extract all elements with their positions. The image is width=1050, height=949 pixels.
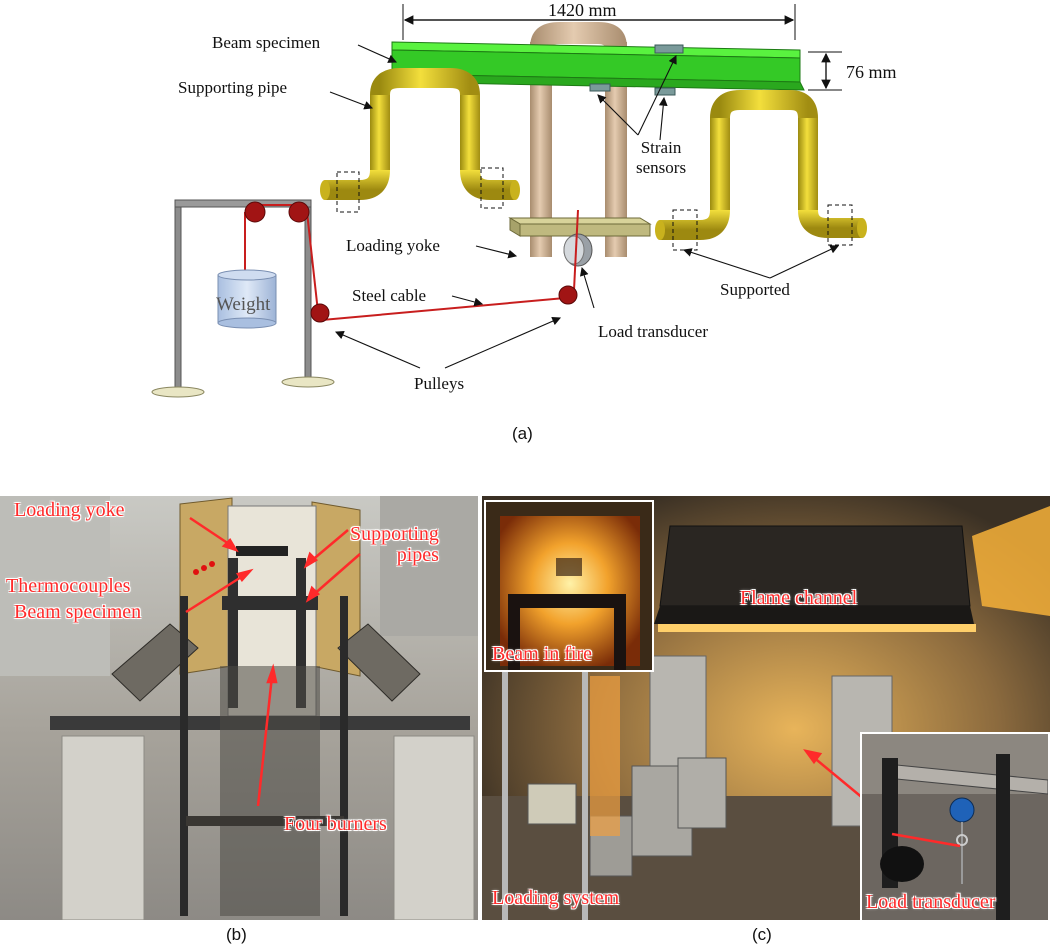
inset-load-transducer: Load transducer [860, 732, 1050, 920]
label-c-loading-system: Loading system [492, 887, 620, 909]
label-beam-specimen: Beam specimen [212, 33, 321, 52]
label-c-load-transducer: Load transducer [866, 891, 996, 913]
label-steel-cable: Steel cable [352, 286, 427, 305]
label-b-beam-specimen: Beam specimen [14, 601, 142, 623]
left-supporting-pipe [320, 68, 520, 213]
label-b-supporting-pipes: Supporting pipes [350, 523, 439, 566]
leader-lines [329, 44, 839, 369]
schematic-drawing [151, 4, 867, 398]
label-load-transducer: Load transducer [598, 322, 708, 341]
schematic-panel-a: 1420 mm 76 mm Beam specimen Supporting p… [0, 0, 1050, 450]
steel-cable [244, 204, 579, 321]
loading-yoke-bar [508, 217, 652, 237]
loading-frame [151, 199, 335, 398]
furnace-photo [0, 496, 478, 920]
label-c-flame-channel: Flame channel [740, 587, 858, 609]
photo-b-arrows [185, 516, 361, 807]
depth-dimension-line [808, 51, 842, 91]
caption-b: (b) [226, 925, 247, 944]
label-strain-sensors: Strain sensors [636, 138, 687, 177]
inset-beam-in-fire: Beam in fire [484, 500, 654, 672]
caption-c: (c) [752, 925, 772, 944]
label-supported: Supported [720, 280, 790, 299]
label-c-beam-in-fire: Beam in fire [492, 643, 592, 665]
depth-dimension-label: 76 mm [846, 62, 897, 82]
pulleys-drawing [244, 201, 578, 323]
label-b-thermocouples: Thermocouples [6, 575, 131, 597]
photo-panel-b: Loading yoke Supporting pipes Thermocoup… [0, 496, 478, 920]
label-supporting-pipe: Supporting pipe [178, 78, 288, 97]
span-dimension-line [402, 4, 796, 40]
load-transducer-drawing [563, 233, 593, 267]
label-b-loading-yoke: Loading yoke [14, 499, 125, 521]
span-dimension-label: 1420 mm [548, 0, 617, 20]
photo-panel-c: Beam in fire Load transducer Flame chann… [482, 496, 1050, 920]
label-loading-yoke: Loading yoke [346, 236, 440, 255]
label-weight: Weight [216, 294, 271, 315]
beam-specimen [391, 41, 805, 96]
right-supporting-pipe [655, 90, 867, 251]
label-pulleys: Pulleys [414, 374, 465, 393]
weight-drawing [217, 269, 277, 329]
caption-a: (a) [512, 424, 533, 443]
label-b-four-burners: Four burners [284, 813, 387, 835]
